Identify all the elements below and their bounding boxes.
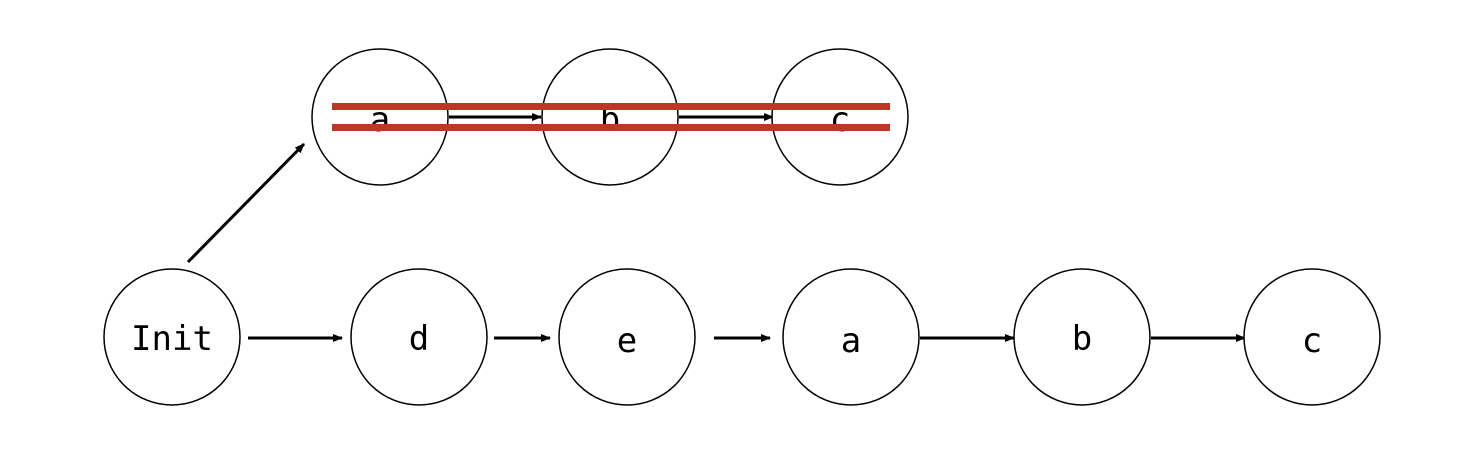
top-row: a b c (311, 48, 909, 186)
top-node-a: a (311, 48, 449, 186)
node-a: a (782, 268, 920, 406)
node-c-label: c (1302, 321, 1322, 361)
node-b-label: b (1072, 319, 1092, 359)
top-node-b: b (541, 48, 679, 186)
strike-line-upper (332, 103, 890, 110)
strike-line-lower (332, 124, 890, 131)
top-node-c: c (771, 48, 909, 186)
edges (186, 113, 1246, 342)
node-init: Init (103, 268, 241, 406)
node-c: c (1243, 268, 1381, 406)
node-b: b (1013, 268, 1151, 406)
strike-through (332, 103, 890, 131)
node-a-label: a (841, 321, 861, 361)
node-e-label: e (617, 321, 637, 361)
node-d-label: d (409, 319, 429, 359)
edge-init-to-top-a (186, 142, 306, 264)
node-d: d (350, 268, 488, 406)
node-e: e (558, 268, 696, 406)
node-init-label: Init (131, 319, 213, 359)
bottom-row: Init d e a b c (103, 268, 1381, 406)
